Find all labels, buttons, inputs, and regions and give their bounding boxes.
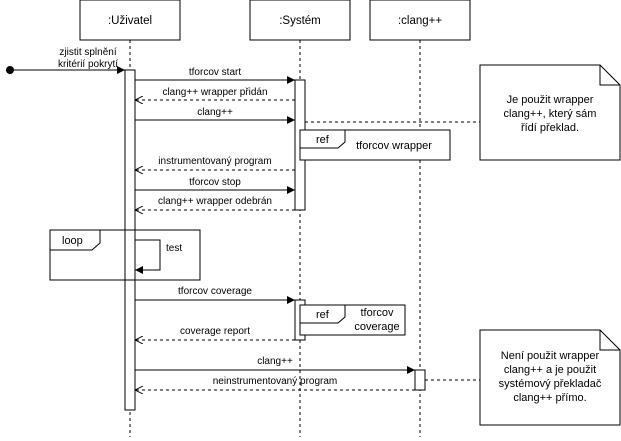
message-tforcov-start: tforcov start: [135, 67, 295, 84]
message-label: coverage report: [180, 326, 250, 337]
ref-label: tforcov wrapper: [356, 140, 432, 152]
ref-operator: ref: [316, 309, 330, 321]
loop-fragment: loop: [49, 229, 201, 281]
message-label: clang++: [197, 107, 233, 118]
note-line: clang++ a je použit: [504, 364, 596, 376]
ref-operator: ref: [316, 134, 330, 146]
participant-label: :Uživatel: [108, 15, 152, 27]
message-test-self: test: [135, 239, 182, 274]
message-wrapper-removed: clang++ wrapper odebrán: [135, 196, 295, 210]
message-coverage-report: coverage report: [135, 326, 295, 340]
ref-fragment-tforcov-wrapper: ref tforcov wrapper: [299, 129, 451, 161]
message-tforcov-stop: tforcov stop: [135, 177, 295, 194]
message-label: instrumentovaný program: [158, 156, 271, 167]
message-clang-direct: clang++: [135, 356, 415, 374]
message-clang-to-system: clang++: [135, 107, 295, 124]
found-message: zjistit splnění kritérií pokrytí: [6, 47, 125, 74]
message-label: clang++ wrapper přidán: [162, 87, 267, 98]
message-label: tforcov start: [189, 67, 241, 78]
loop-operator: loop: [62, 235, 83, 247]
ref-label-line2: coverage: [354, 321, 399, 333]
message-uninstrumented-program: neinstrumentovaný program: [135, 376, 415, 390]
note-wrapper-used: Je použit wrapper clang++, který sám říd…: [479, 64, 621, 161]
participant-clang: :clang++: [369, 0, 471, 41]
note-line: řídí překlad.: [521, 122, 579, 134]
message-tforcov-coverage: tforcov coverage: [135, 286, 295, 304]
note-line: Je použit wrapper: [507, 94, 594, 106]
note-line: clang++, který sám: [504, 108, 597, 120]
message-label: test: [166, 243, 182, 254]
activation-uzivatel: [124, 69, 136, 411]
note-line: Není použit wrapper: [501, 350, 600, 362]
activation-clang: [414, 369, 426, 391]
participant-system: :Systém: [249, 0, 351, 41]
message-label: tforcov stop: [189, 177, 241, 188]
message-label: neinstrumentovaný program: [213, 376, 338, 387]
message-label: tforcov coverage: [178, 286, 252, 297]
participant-uzivatel: :Uživatel: [79, 0, 181, 41]
ref-label-line1: tforcov: [360, 307, 394, 319]
participant-label: :clang++: [398, 15, 442, 27]
note-line: clang++ přímo.: [513, 392, 586, 404]
message-instrumented-program: instrumentovaný program: [135, 156, 295, 170]
message-label: clang++: [257, 356, 293, 367]
note-wrapper-not-used: Není použit wrapper clang++ a je použit …: [479, 329, 621, 426]
participant-label: :Systém: [279, 15, 321, 27]
message-label: clang++ wrapper odebrán: [158, 196, 272, 207]
found-message-line2: kritérií pokrytí: [58, 59, 118, 70]
found-message-line1: zjistit splnění: [59, 47, 116, 58]
message-wrapper-added: clang++ wrapper přidán: [135, 87, 295, 100]
note-line: systémový překladač: [499, 378, 602, 390]
ref-fragment-tforcov-coverage: ref tforcov coverage: [299, 304, 406, 336]
